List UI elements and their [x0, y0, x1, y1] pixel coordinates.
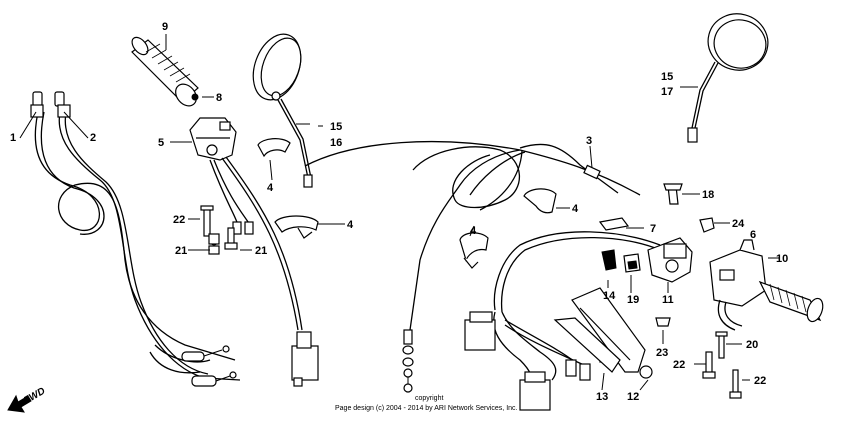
callout-1: 1 [10, 132, 16, 144]
copyright-text: Page design (c) 2004 - 2014 by ARI Netwo… [335, 405, 518, 412]
copyright-notice: copyright Page design (c) 2004 - 2014 by… [335, 395, 518, 412]
callout-22-right-b: 22 [754, 375, 766, 387]
callout-20: 20 [746, 339, 758, 351]
clutch-perch [647, 237, 693, 283]
clutch-cable [304, 141, 641, 393]
callout-4-b: 4 [347, 219, 354, 231]
callout-14: 14 [603, 290, 616, 302]
fwd-label: FWD [22, 386, 47, 407]
callout-9: 9 [162, 21, 168, 33]
callout-10: 10 [776, 253, 788, 265]
callout-16: 16 [330, 137, 342, 149]
callout-4-a: 4 [267, 182, 274, 194]
right-switch-housing [709, 239, 767, 331]
callout-15-right: 15 [661, 71, 673, 83]
callout-numbers: 1 2 9 8 5 15 16 4 4 22 21 21 3 4 4 7 18 … [10, 21, 788, 403]
throttle-grip [131, 36, 199, 107]
throttle-cables [30, 91, 241, 387]
callout-22-left: 22 [173, 214, 185, 226]
callout-7: 7 [650, 223, 656, 235]
small-parts [598, 183, 715, 327]
callout-19: 19 [627, 294, 639, 306]
callout-15-left: 15 [330, 121, 342, 133]
bolts-left [200, 205, 238, 255]
callout-6: 6 [750, 229, 756, 241]
right-grip [758, 280, 824, 323]
cable-clamps-left [257, 138, 319, 239]
left-mirror [252, 33, 313, 188]
fwd-arrow-icon [7, 394, 32, 413]
callout-23: 23 [656, 347, 668, 359]
callout-13: 13 [596, 391, 608, 403]
callout-4-c: 4 [572, 203, 579, 215]
left-switch-housing [189, 117, 319, 387]
callout-21-a: 21 [175, 245, 187, 257]
bolts-right [702, 331, 742, 399]
clutch-lever [553, 287, 653, 379]
callout-4-d: 4 [470, 225, 477, 237]
callout-2: 2 [90, 132, 96, 144]
callout-18: 18 [702, 189, 714, 201]
callout-11: 11 [662, 294, 674, 306]
callout-12: 12 [627, 391, 639, 403]
copyright-label: copyright [415, 395, 443, 402]
fwd-indicator: FWD [7, 386, 47, 413]
cable-clamps-middle [459, 188, 557, 269]
leader-lines [19, 34, 780, 391]
callout-5: 5 [158, 137, 164, 149]
callout-17: 17 [661, 86, 673, 98]
callout-8: 8 [216, 92, 222, 104]
callout-3: 3 [586, 135, 592, 147]
callout-21-b: 21 [255, 245, 267, 257]
right-mirror [687, 13, 769, 143]
callout-24: 24 [732, 218, 745, 230]
callout-22-right-a: 22 [673, 359, 685, 371]
